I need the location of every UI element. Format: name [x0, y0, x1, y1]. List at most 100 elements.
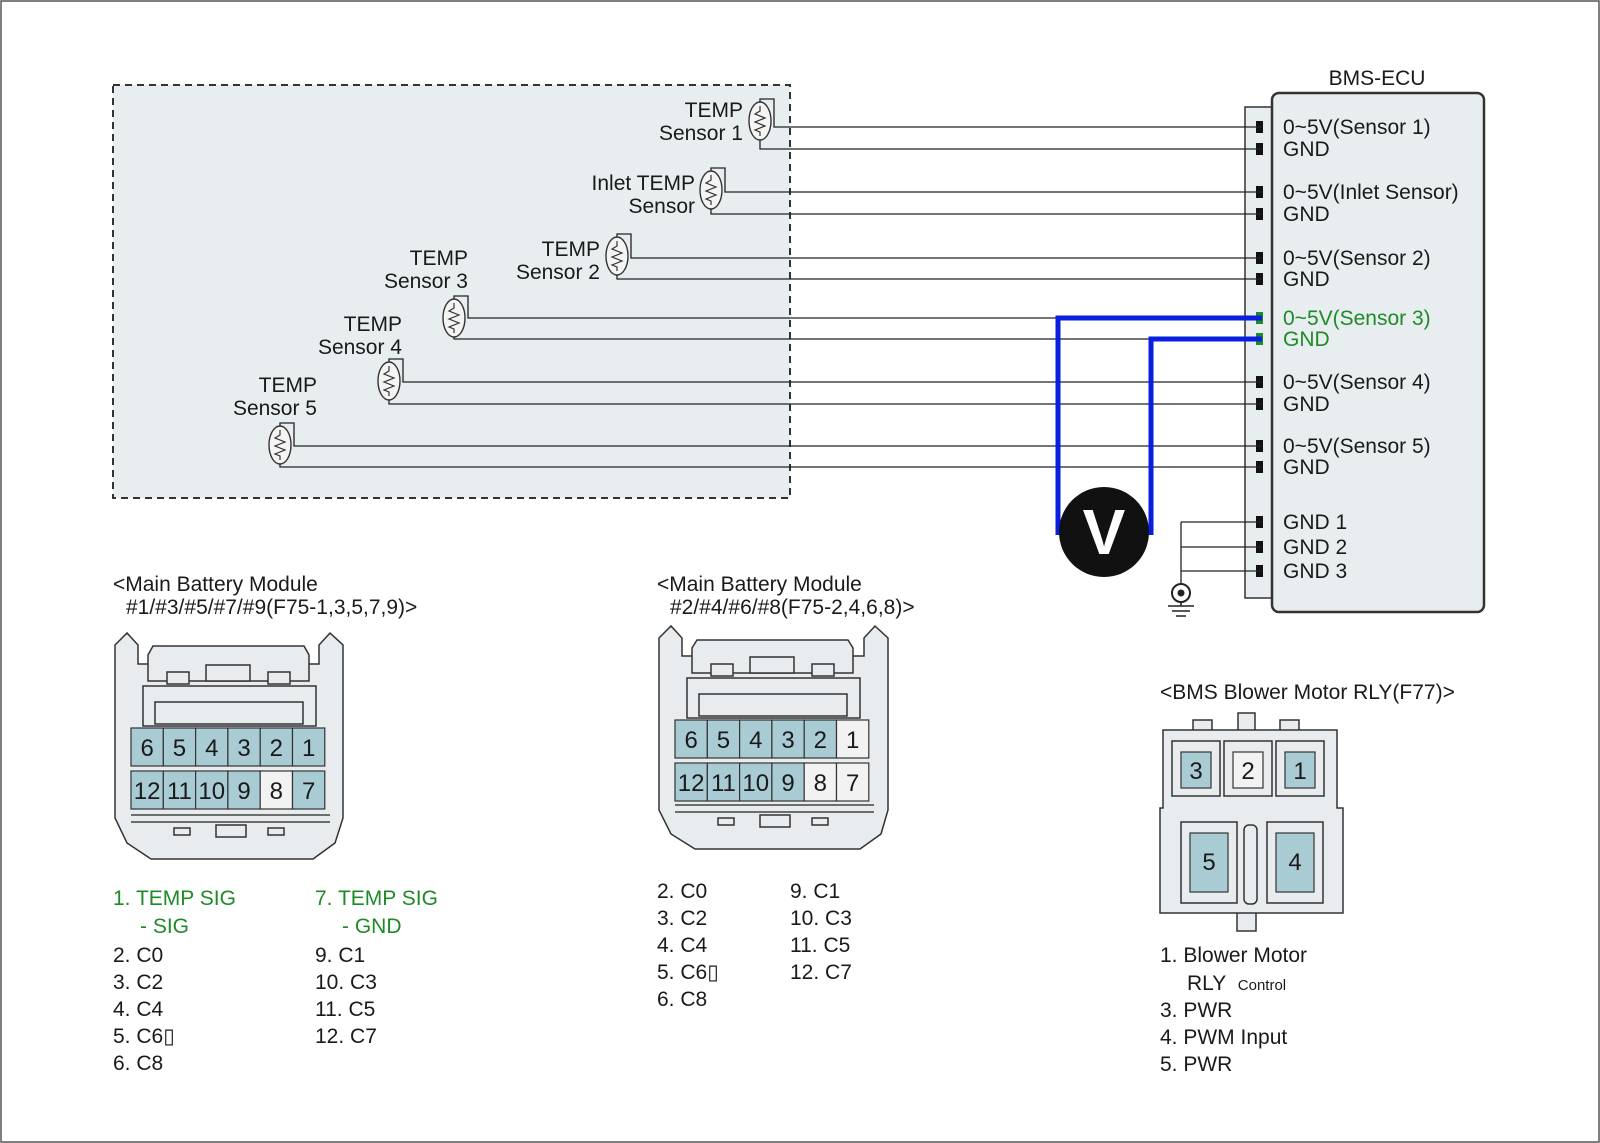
ecu-pin-label: GND [1283, 456, 1330, 479]
sensor-label-line2: Sensor 4 [318, 336, 402, 359]
thermistor-icon [699, 170, 723, 210]
thermistor-icon [268, 425, 292, 465]
pin-number: 5 [173, 735, 186, 762]
legend-entry: 6. C8 [113, 1052, 163, 1075]
ecu-pin-label: 0~5V(Sensor 1) [1283, 116, 1431, 139]
pin-number: 7 [846, 770, 859, 797]
legend-entry: 2. C0 [657, 880, 707, 903]
relay-pin-5: 5 [1202, 849, 1215, 876]
relay-pin-3: 3 [1189, 758, 1202, 785]
sensor-label-line2: Sensor 2 [516, 261, 600, 284]
legend-entry: 10. C3 [315, 971, 377, 994]
relay-connector: <BMS Blower Motor RLY(F77)> 3 2 1 5 4 [1159, 681, 1455, 932]
voltmeter-symbol: V [1083, 496, 1126, 568]
legend-entry: 12. C7 [790, 961, 852, 984]
sensor-label-line1: TEMP [685, 99, 743, 122]
ecu-pin-label: 0~5V(Sensor 3) [1283, 307, 1431, 330]
ecu-pin-label: GND [1283, 138, 1330, 161]
voltmeter-icon [1059, 487, 1149, 577]
legend-entry: 12. C7 [315, 1025, 377, 1048]
ecu-pin-label: 0~5V(Sensor 4) [1283, 371, 1431, 394]
pin-number: 11 [711, 770, 736, 797]
pin-number: 6 [140, 735, 153, 762]
thermistor-icon [377, 361, 401, 401]
pin-cell [195, 727, 229, 767]
legend-entry: 11. C5 [315, 998, 375, 1021]
relay-pin-2: 2 [1241, 758, 1254, 785]
pin-cell [835, 719, 870, 759]
pin-number: 6 [684, 727, 697, 754]
ecu-pin-label: GND [1283, 203, 1330, 226]
legend-a-temp-gnd: 7. TEMP SIG [315, 887, 438, 910]
relay-pin-4: 4 [1288, 849, 1301, 876]
ecu-ground-label: GND 3 [1283, 560, 1347, 583]
relay-legend-rly: RLY [1187, 972, 1226, 995]
pin-cell [162, 727, 197, 767]
pin-number: 2 [814, 727, 827, 754]
pin-number: 11 [167, 778, 192, 805]
legend-entry: 4. C4 [113, 998, 164, 1021]
pin-number: 1 [846, 727, 859, 754]
relay-legend-4: 4. PWM Input [1160, 1026, 1287, 1049]
thermistor-icon [442, 298, 466, 338]
sensor-label-line2: Sensor 1 [659, 122, 743, 145]
pin-number: 12 [134, 778, 161, 805]
ecu-body [1270, 91, 1486, 614]
relay-legend: 1. Blower Motor RLY Control 3. PWR 4. PW… [1160, 944, 1307, 1076]
voltmeter-probes: V [1055, 315, 1262, 577]
sensor-label-line1: Inlet TEMP [592, 172, 695, 195]
thermistor-icon [748, 101, 772, 141]
ecu-pin-label: 0~5V(Inlet Sensor) [1283, 181, 1459, 204]
pin-cell [291, 727, 326, 767]
ground-wiring [1168, 521, 1262, 617]
legend-a-temp-sig-sub: - SIG [140, 915, 189, 938]
pin-cell [130, 770, 164, 810]
pin-number: 4 [749, 727, 762, 754]
pin-cell [291, 770, 326, 810]
pin-cell [674, 762, 708, 802]
pin-cell [130, 727, 164, 767]
pin-cell [259, 727, 294, 767]
legend-entry: 3. C2 [113, 971, 163, 994]
legend-entry: 5. C6▯ [657, 961, 719, 984]
connector-a-legend: 1. TEMP SIG - SIG 7. TEMP SIG - GND 2. C… [113, 887, 438, 1075]
ecu-pin-label: GND [1283, 328, 1330, 351]
pin-number: 10 [198, 778, 225, 805]
legend-entry: 5. C6▯ [113, 1025, 175, 1048]
relay-pin-1: 1 [1293, 758, 1306, 785]
pin-number: 9 [781, 770, 794, 797]
probe-wire-positive [1055, 315, 1262, 535]
legend-entry: 10. C3 [790, 907, 852, 930]
relay-legend-3: 3. PWR [1160, 999, 1232, 1022]
connector-a: <Main Battery Module #1/#3/#5/#7/#9(F75-… [113, 573, 417, 860]
sensor-label-line1: TEMP [259, 374, 317, 397]
ecu-pin-label: GND [1283, 268, 1330, 291]
ecu-title: BMS-ECU [1329, 67, 1426, 90]
pin-cell [803, 762, 838, 802]
pin-number: 10 [742, 770, 769, 797]
pin-number: 7 [302, 778, 315, 805]
legend-entry: 6. C8 [657, 988, 707, 1011]
ecu-pin-label: GND [1283, 393, 1330, 416]
thermistor-icon [605, 236, 629, 276]
legend-entry: 9. C1 [790, 880, 840, 903]
legend-entry: 11. C5 [790, 934, 850, 957]
legend-a-temp-gnd-sub: - GND [342, 915, 402, 938]
pin-cell [771, 719, 805, 759]
legend-entry: 2. C0 [113, 944, 163, 967]
ecu-pin-label: 0~5V(Sensor 5) [1283, 435, 1431, 458]
battery-module-area [112, 84, 791, 499]
legend-entry: 9. C1 [315, 944, 365, 967]
relay-title: <BMS Blower Motor RLY(F77)> [1160, 681, 1455, 704]
pin-number: 4 [205, 735, 218, 762]
